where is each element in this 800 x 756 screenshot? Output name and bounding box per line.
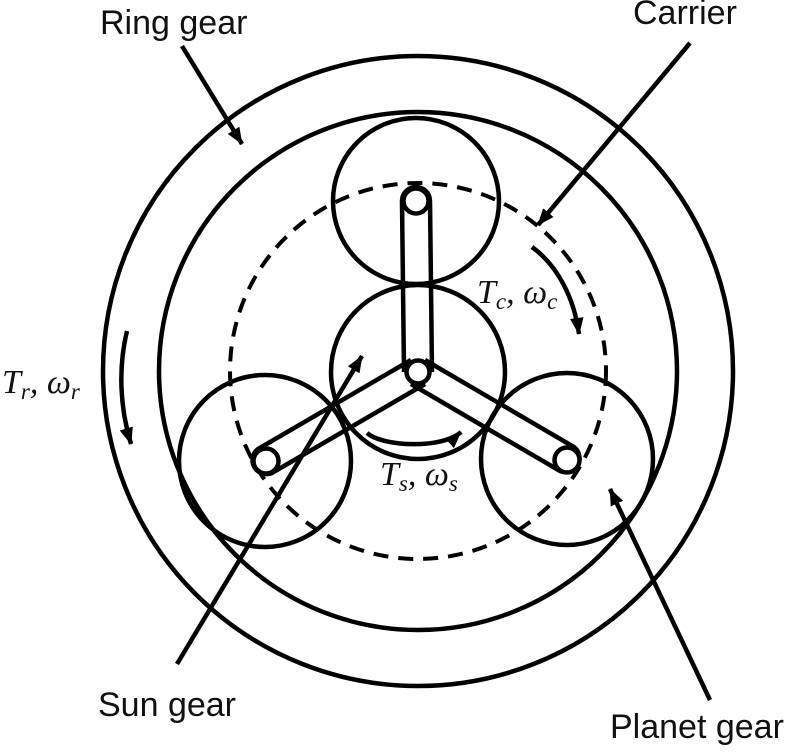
ring-gear-label: Ring gear (100, 4, 248, 42)
ring-gear-pointer-arrow (180, 44, 244, 146)
ring-rotation-arrow (119, 330, 134, 445)
sun-rotation-arrow (365, 430, 463, 449)
carrier-dashed-circle (228, 181, 608, 561)
sun-gear-label: Sun gear (98, 686, 236, 724)
ring-gear-inner-circle (156, 109, 680, 633)
sun-gear-circle (328, 282, 508, 462)
planet-pin-top (401, 186, 431, 216)
sun-torque-speed-label: Ts, ωs (380, 456, 458, 496)
carrier-torque-speed-label: Tc, ωc (477, 274, 558, 314)
sun-center-pin (404, 358, 432, 386)
planet-gear-pointer-arrow (607, 488, 713, 701)
carrier-pointer-arrow (536, 41, 692, 227)
carrier-rotation-arrow (530, 245, 584, 335)
planet-pin-left (251, 446, 281, 476)
planet-pin-right (552, 445, 582, 475)
ring-torque-speed-label: Tr, ωr (2, 364, 80, 404)
carrier-label: Carrier (633, 0, 737, 32)
sun-gear-pointer-arrow (175, 354, 364, 666)
planet-gear-right-circle (478, 370, 656, 548)
planet-gear-left-circle (176, 372, 354, 550)
planet-gear-label: Planet gear (610, 708, 784, 746)
ring-gear-outer-circle (100, 53, 736, 689)
